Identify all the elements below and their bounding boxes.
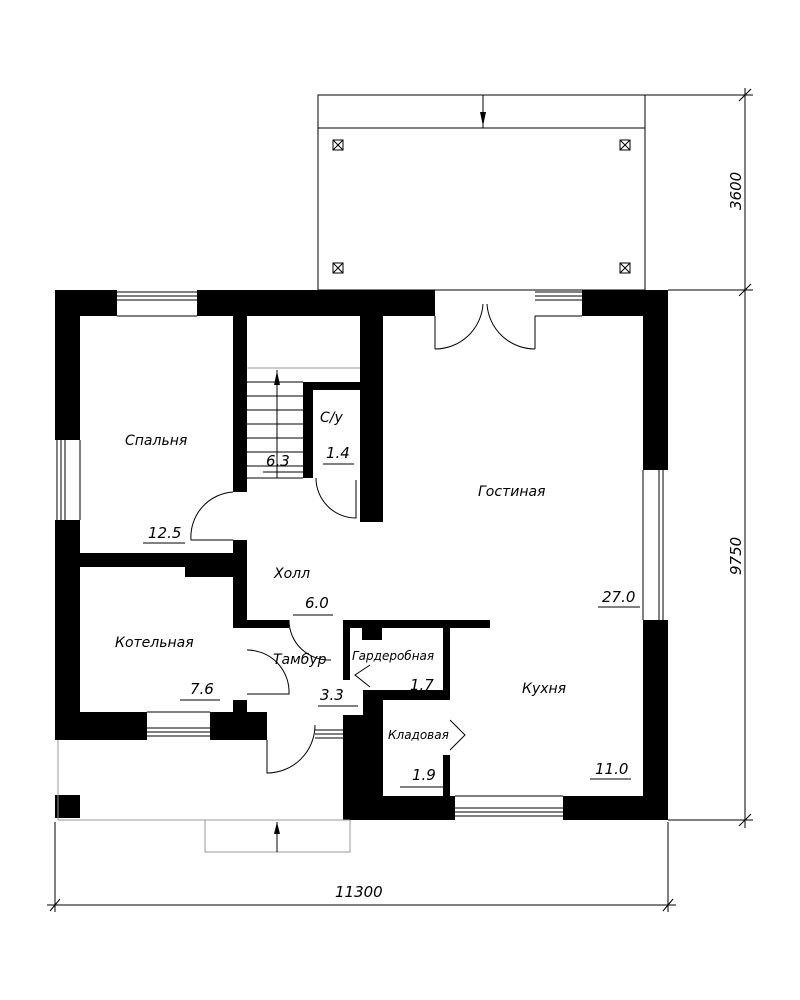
room-name-living: Гостиная — [478, 484, 545, 500]
room-name-kitchen: Кухня — [522, 681, 566, 697]
room-area-wc: 1.4 — [326, 444, 350, 462]
doors — [190, 303, 536, 774]
room-area-living: 27.0 — [602, 588, 635, 606]
dimension-house-depth: 9750 — [727, 537, 745, 575]
terrace — [317, 94, 646, 291]
column-icon — [332, 139, 631, 274]
porch-arrow-icon — [274, 822, 280, 834]
room-area-hall: 6.0 — [305, 594, 329, 612]
room-name-pantry: Кладовая — [388, 728, 449, 742]
room-area-pantry: 1.9 — [412, 766, 436, 784]
dimension-width: 11300 — [335, 883, 383, 901]
room-name-wc: С/у — [320, 410, 343, 426]
dimension-terrace-depth: 3600 — [727, 172, 745, 210]
porch — [57, 707, 656, 853]
room-area-bedroom: 12.5 — [148, 524, 181, 542]
walls — [55, 290, 668, 820]
dimension-lines: 11300 3600 9750 — [47, 88, 753, 912]
room-name-boiler: Котельная — [115, 635, 194, 651]
room-name-vestibule: Тамбур — [273, 652, 327, 668]
room-area-vestibule: 3.3 — [320, 686, 344, 704]
staircase — [247, 367, 360, 479]
room-area-wardrobe: 1.7 — [410, 676, 434, 694]
room-area-stairs: 6.3 — [266, 452, 290, 470]
room-name-bedroom: Спальня — [125, 433, 187, 449]
entry-arrow-icon — [480, 112, 486, 126]
windows — [56, 291, 664, 817]
room-labels: Спальня 12.5 С/у 1.4 6.3 Гостиная 27.0 Х… — [115, 410, 640, 788]
gas-meter-icon — [644, 707, 656, 723]
room-name-hall: Холл — [273, 566, 310, 582]
room-area-kitchen: 11.0 — [595, 760, 628, 778]
stair-arrow-icon — [274, 371, 280, 385]
room-name-wardrobe: Гардеробная — [352, 649, 434, 663]
room-area-boiler: 7.6 — [190, 680, 214, 698]
